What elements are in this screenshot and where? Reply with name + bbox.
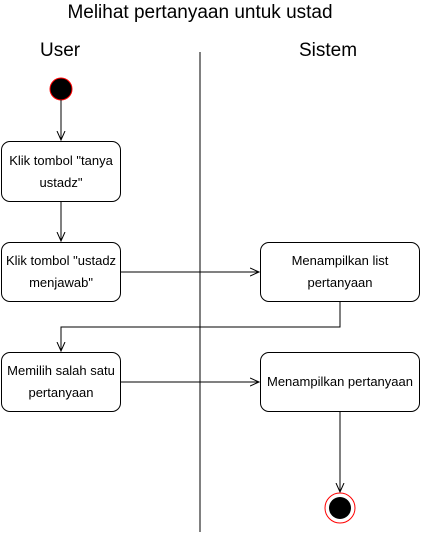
action-label: Klik tombol "tanya ustadz" <box>9 152 113 190</box>
action-klik-tombol-ustadz-menjawab: Klik tombol "ustadz menjawab" <box>1 242 121 302</box>
action-label: Klik tombol "ustadz menjawab" <box>5 253 117 290</box>
lane-sistem-label: Sistem <box>299 40 358 61</box>
diagram-title: Melihat pertanyaan untuk ustad <box>67 2 333 23</box>
start-node <box>49 77 73 101</box>
action-memilih-pertanyaan: Memilih salah satu pertanyaan <box>1 352 121 412</box>
action-klik-tombol-tanya-ustadz: Klik tombol "tanya ustadz" <box>1 141 121 202</box>
action-label: Memilih salah satu pertanyaan <box>7 363 115 400</box>
action-label: Menampilkan pertanyaan <box>267 374 413 389</box>
action-menampilkan-pertanyaan: Menampilkan pertanyaan <box>260 352 420 412</box>
end-node <box>324 492 356 524</box>
lane-user-label: User <box>40 40 81 61</box>
action-menampilkan-list-pertanyaan: Menampilkan list pertanyaan <box>260 242 420 302</box>
flow-tampil-list-to-pilih <box>61 302 341 351</box>
action-label: Menampilkan list pertanyaan <box>291 253 389 290</box>
